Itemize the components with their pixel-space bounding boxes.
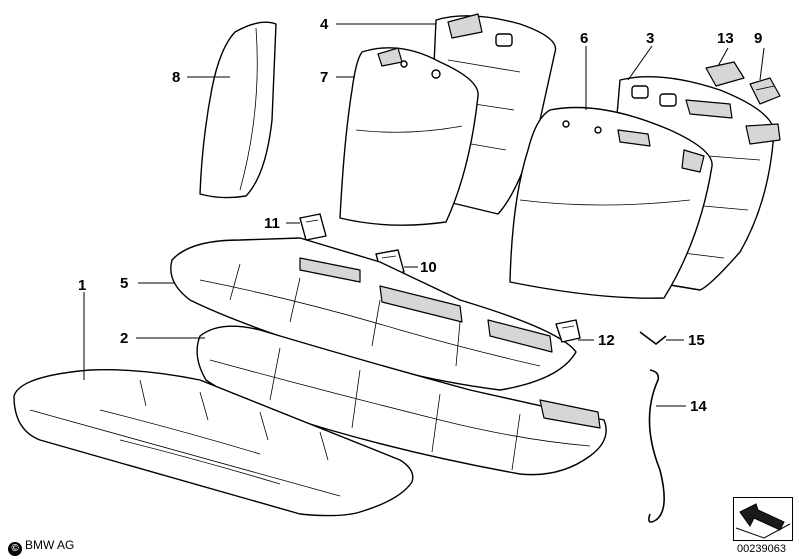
part-8-side-bolster[interactable] [199,21,277,199]
diagram-stamp [733,497,793,541]
part-7-backrest-pad-left[interactable] [339,47,479,226]
part-13-cover[interactable] [705,61,745,87]
callout-14: 14 [690,398,707,415]
copyright-notice: ©BMW AG [8,538,74,556]
brand-name: BMW AG [25,538,75,552]
part-1-seat-pan[interactable] [13,369,414,517]
callout-15: 15 [688,332,705,349]
callout-9: 9 [754,30,762,47]
part-12-clip[interactable] [555,319,581,343]
part-9-clip[interactable] [749,77,781,105]
part-6-backrest-pad-right[interactable] [509,106,713,299]
arrow-icon [735,503,791,539]
callout-13: 13 [717,30,734,47]
callout-8: 8 [172,69,180,86]
callout-3: 3 [646,30,654,47]
callout-10: 10 [420,259,437,276]
part-14-wire[interactable] [648,369,665,523]
part-5-seat-cushion-upper[interactable] [170,237,577,391]
callout-labels: 1 2 3 4 5 6 7 8 9 10 11 12 13 14 15 [78,16,762,415]
callout-4: 4 [320,16,329,33]
part-11-clip[interactable] [299,213,327,241]
callout-6: 6 [580,30,588,47]
callout-7: 7 [320,69,328,86]
part-2-seat-cushion-lower[interactable] [196,325,607,476]
copyright-icon: © [8,542,22,556]
callout-12: 12 [598,332,615,349]
callout-1: 1 [78,277,86,294]
part-15-hook[interactable] [639,331,667,346]
document-number: 00239063 [737,543,786,555]
callout-5: 5 [120,275,128,292]
callout-2: 2 [120,330,128,347]
leader-lines [83,23,765,407]
callout-11: 11 [264,215,280,232]
